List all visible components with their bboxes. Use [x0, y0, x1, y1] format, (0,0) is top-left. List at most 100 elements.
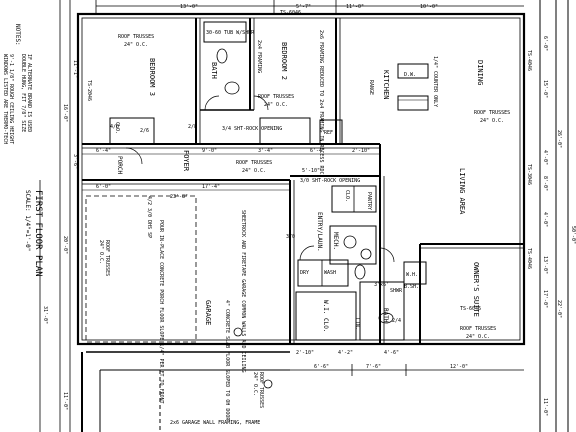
- roof-trusses-note-5: ROOF TRUSSES: [460, 326, 496, 332]
- dim-bot-1: 6'-6": [314, 364, 329, 370]
- dim-right-7: 22'-0": [556, 300, 562, 318]
- roof-trusses-oc-1: 24" O.C.: [124, 42, 148, 48]
- room-dining: DINING: [476, 60, 484, 85]
- room-wh: W.H.: [406, 272, 418, 278]
- room-garage: GARAGE: [204, 300, 212, 325]
- room-bedroom-2: BEDROOM 2: [280, 42, 288, 80]
- garage-firetape-note: SHEETROCK AND FIRETAPE GARAGE COMMON WAL…: [240, 210, 246, 373]
- dim-left-4: 31'-0": [42, 306, 48, 324]
- plan-scale: SCALE: 1/4"=1'-0": [24, 190, 31, 251]
- room-entry-laun: ENTRY/LAUN.: [316, 212, 323, 252]
- roof-trusses-note-2: ROOF TRUSSES: [258, 94, 294, 100]
- dim-top-2: 13'-0": [180, 4, 198, 10]
- roof-trusses-note-6: ROOF TRUSSES: [104, 240, 110, 276]
- door-2-6: 2/6: [140, 128, 149, 134]
- room-clo: CLO.: [114, 122, 120, 134]
- dim-right-11: 8'-0": [542, 176, 548, 191]
- room-porch: PORCH: [116, 156, 123, 174]
- framing-reduced-note: 2x6 FRAMING REDUCED TO 2x4 FRAMING IN RE…: [318, 30, 324, 175]
- dim-mid-1: 6'-4": [96, 148, 111, 154]
- roof-trusses-oc-5: 24" O.C.: [466, 334, 490, 340]
- notes-line-3: DOUBLE HUNG, FIT 7/8" SIZE: [20, 54, 26, 132]
- window-ts-owner: TS-4046: [526, 248, 532, 269]
- shower-size: 3'x6': [374, 282, 389, 288]
- dim-right-10: 13'-0": [542, 256, 548, 274]
- room-ref: REF: [324, 130, 333, 136]
- notes-line-4: IF ALTERNATE BRAND IS USED: [26, 54, 32, 132]
- roof-trusses-oc-3: 24" O.C.: [480, 118, 504, 124]
- roof-trusses-note-7: ROOF TRUSSES: [258, 372, 264, 408]
- framing-2x4-note: 2x4 FRAMING: [256, 40, 262, 73]
- garage-wall-note: 2x6 GARAGE WALL FRAMING, FRAME: [170, 420, 260, 426]
- dim-top-4: 11'-0": [346, 4, 364, 10]
- porch-slab-note: 4/2 3/0 DHS SP: [146, 196, 152, 238]
- door-2-8: 2/8: [188, 124, 197, 130]
- dim-left-2: 16'-0": [62, 104, 68, 122]
- porch-floor-note: POUR IN-PLACE CONCRETE PORCH FLOOR SLOPE…: [158, 220, 164, 404]
- dim-mid-3: 3'-4": [258, 148, 273, 154]
- dim-right-8: 50'-0": [570, 226, 576, 244]
- window-ts-dining: TS-3046: [526, 164, 532, 185]
- bench-shower: B.SH.: [404, 284, 419, 290]
- counter-note: 1/4" COUNTER ONLY: [432, 56, 438, 107]
- dim-right-1: 6'-0": [542, 36, 548, 51]
- door-3-0: 3/0: [286, 234, 295, 240]
- roof-trusses-oc-4: 24" O.C.: [242, 168, 266, 174]
- room-mech: MECH.: [332, 232, 339, 250]
- room-bath: BATH: [210, 62, 218, 79]
- window-ts-left: TS-2046: [86, 80, 92, 101]
- tub-note: 30-60 TUB W/SHWR: [206, 30, 255, 36]
- dim-mid-5: 2'-10": [352, 148, 370, 154]
- dim-mid-2: 9'-0": [202, 148, 217, 154]
- dim-mid-6: 6'-0": [96, 184, 111, 190]
- roof-trusses-note-4: ROOF TRUSSES: [236, 160, 272, 166]
- dim-left-5: 11'-0": [62, 392, 68, 410]
- room-pantry: PANTRY: [366, 192, 372, 210]
- dim-mid-4: 6'-4": [310, 148, 325, 154]
- sht-rock-opening-2: 3/0 SHT-ROCK OPENING: [300, 178, 360, 184]
- roof-trusses-oc-7: 24" O.C.: [252, 372, 258, 396]
- room-owners-suite: OWNER'S SUITE: [472, 262, 480, 317]
- dim-mid-8: 23'-8": [170, 194, 188, 200]
- room-range: RANGE: [368, 80, 374, 95]
- dim-right-2: 15'-0": [542, 80, 548, 98]
- room-dry: DRY: [300, 270, 309, 276]
- room-wash: WASH: [324, 270, 336, 276]
- window-ts-owner-2: TS-6046: [460, 306, 481, 312]
- room-foyer: FOYER: [182, 150, 190, 172]
- notes-line-1: 9'-1 1/8" ROUGH CEILING HEIGHT: [8, 54, 14, 144]
- dim-right-9: 11'-0": [542, 398, 548, 416]
- dim-top-1: 5'-7": [296, 4, 311, 10]
- dim-mid-9: 5'-10": [302, 168, 320, 174]
- garage-floor-note: 4" CONCRETE SLAB FLOOR SLOPED TO OH DOOR: [224, 300, 230, 421]
- room-living-area: LIVING AREA: [458, 168, 466, 215]
- dim-right-3: 26'-0": [556, 130, 562, 148]
- door-2-4: 2/4: [392, 318, 401, 324]
- room-lin: LIN.: [354, 318, 360, 330]
- window-ts-kitchen: TS-4046: [526, 50, 532, 71]
- dim-left-6: 3'-6": [72, 154, 78, 169]
- dim-bot-5: 4'-2": [338, 350, 353, 356]
- dim-mid-7: 17'-4": [202, 184, 220, 190]
- dim-bot-6: 4'-6": [384, 350, 399, 356]
- dim-left-3: 20'-0": [62, 236, 68, 254]
- dim-bot-3: 12'-0": [450, 364, 468, 370]
- plan-title: FIRST FLOOR PLAN: [33, 190, 43, 277]
- dim-bot-4: 2'-10": [296, 350, 314, 356]
- room-bath-2: BATH: [382, 308, 389, 323]
- room-dw: D.W.: [404, 72, 416, 78]
- dim-top-3: 10'-0": [420, 4, 438, 10]
- dim-left-1: 11'-1": [72, 60, 78, 78]
- dim-right-5: 4'-0": [542, 212, 548, 227]
- notes-line-2: WINDOWS LISTED ARE THERMO-TECH: [2, 54, 8, 144]
- room-clo-2: CLO.: [344, 190, 350, 202]
- dim-right-6: 17'-0": [542, 290, 548, 308]
- door-4-0: 4/0: [110, 124, 119, 130]
- dim-bot-2: 7'-6": [366, 364, 381, 370]
- dim-right-4: 4'-0": [542, 150, 548, 165]
- room-wic: W.I. CLO.: [322, 300, 329, 333]
- roof-trusses-note-1: ROOF TRUSSES: [118, 34, 154, 40]
- notes-heading: NOTES:: [14, 24, 21, 46]
- room-bedroom-3: BEDROOM 3: [148, 58, 156, 96]
- room-kitchen: KITCHEN: [382, 70, 390, 100]
